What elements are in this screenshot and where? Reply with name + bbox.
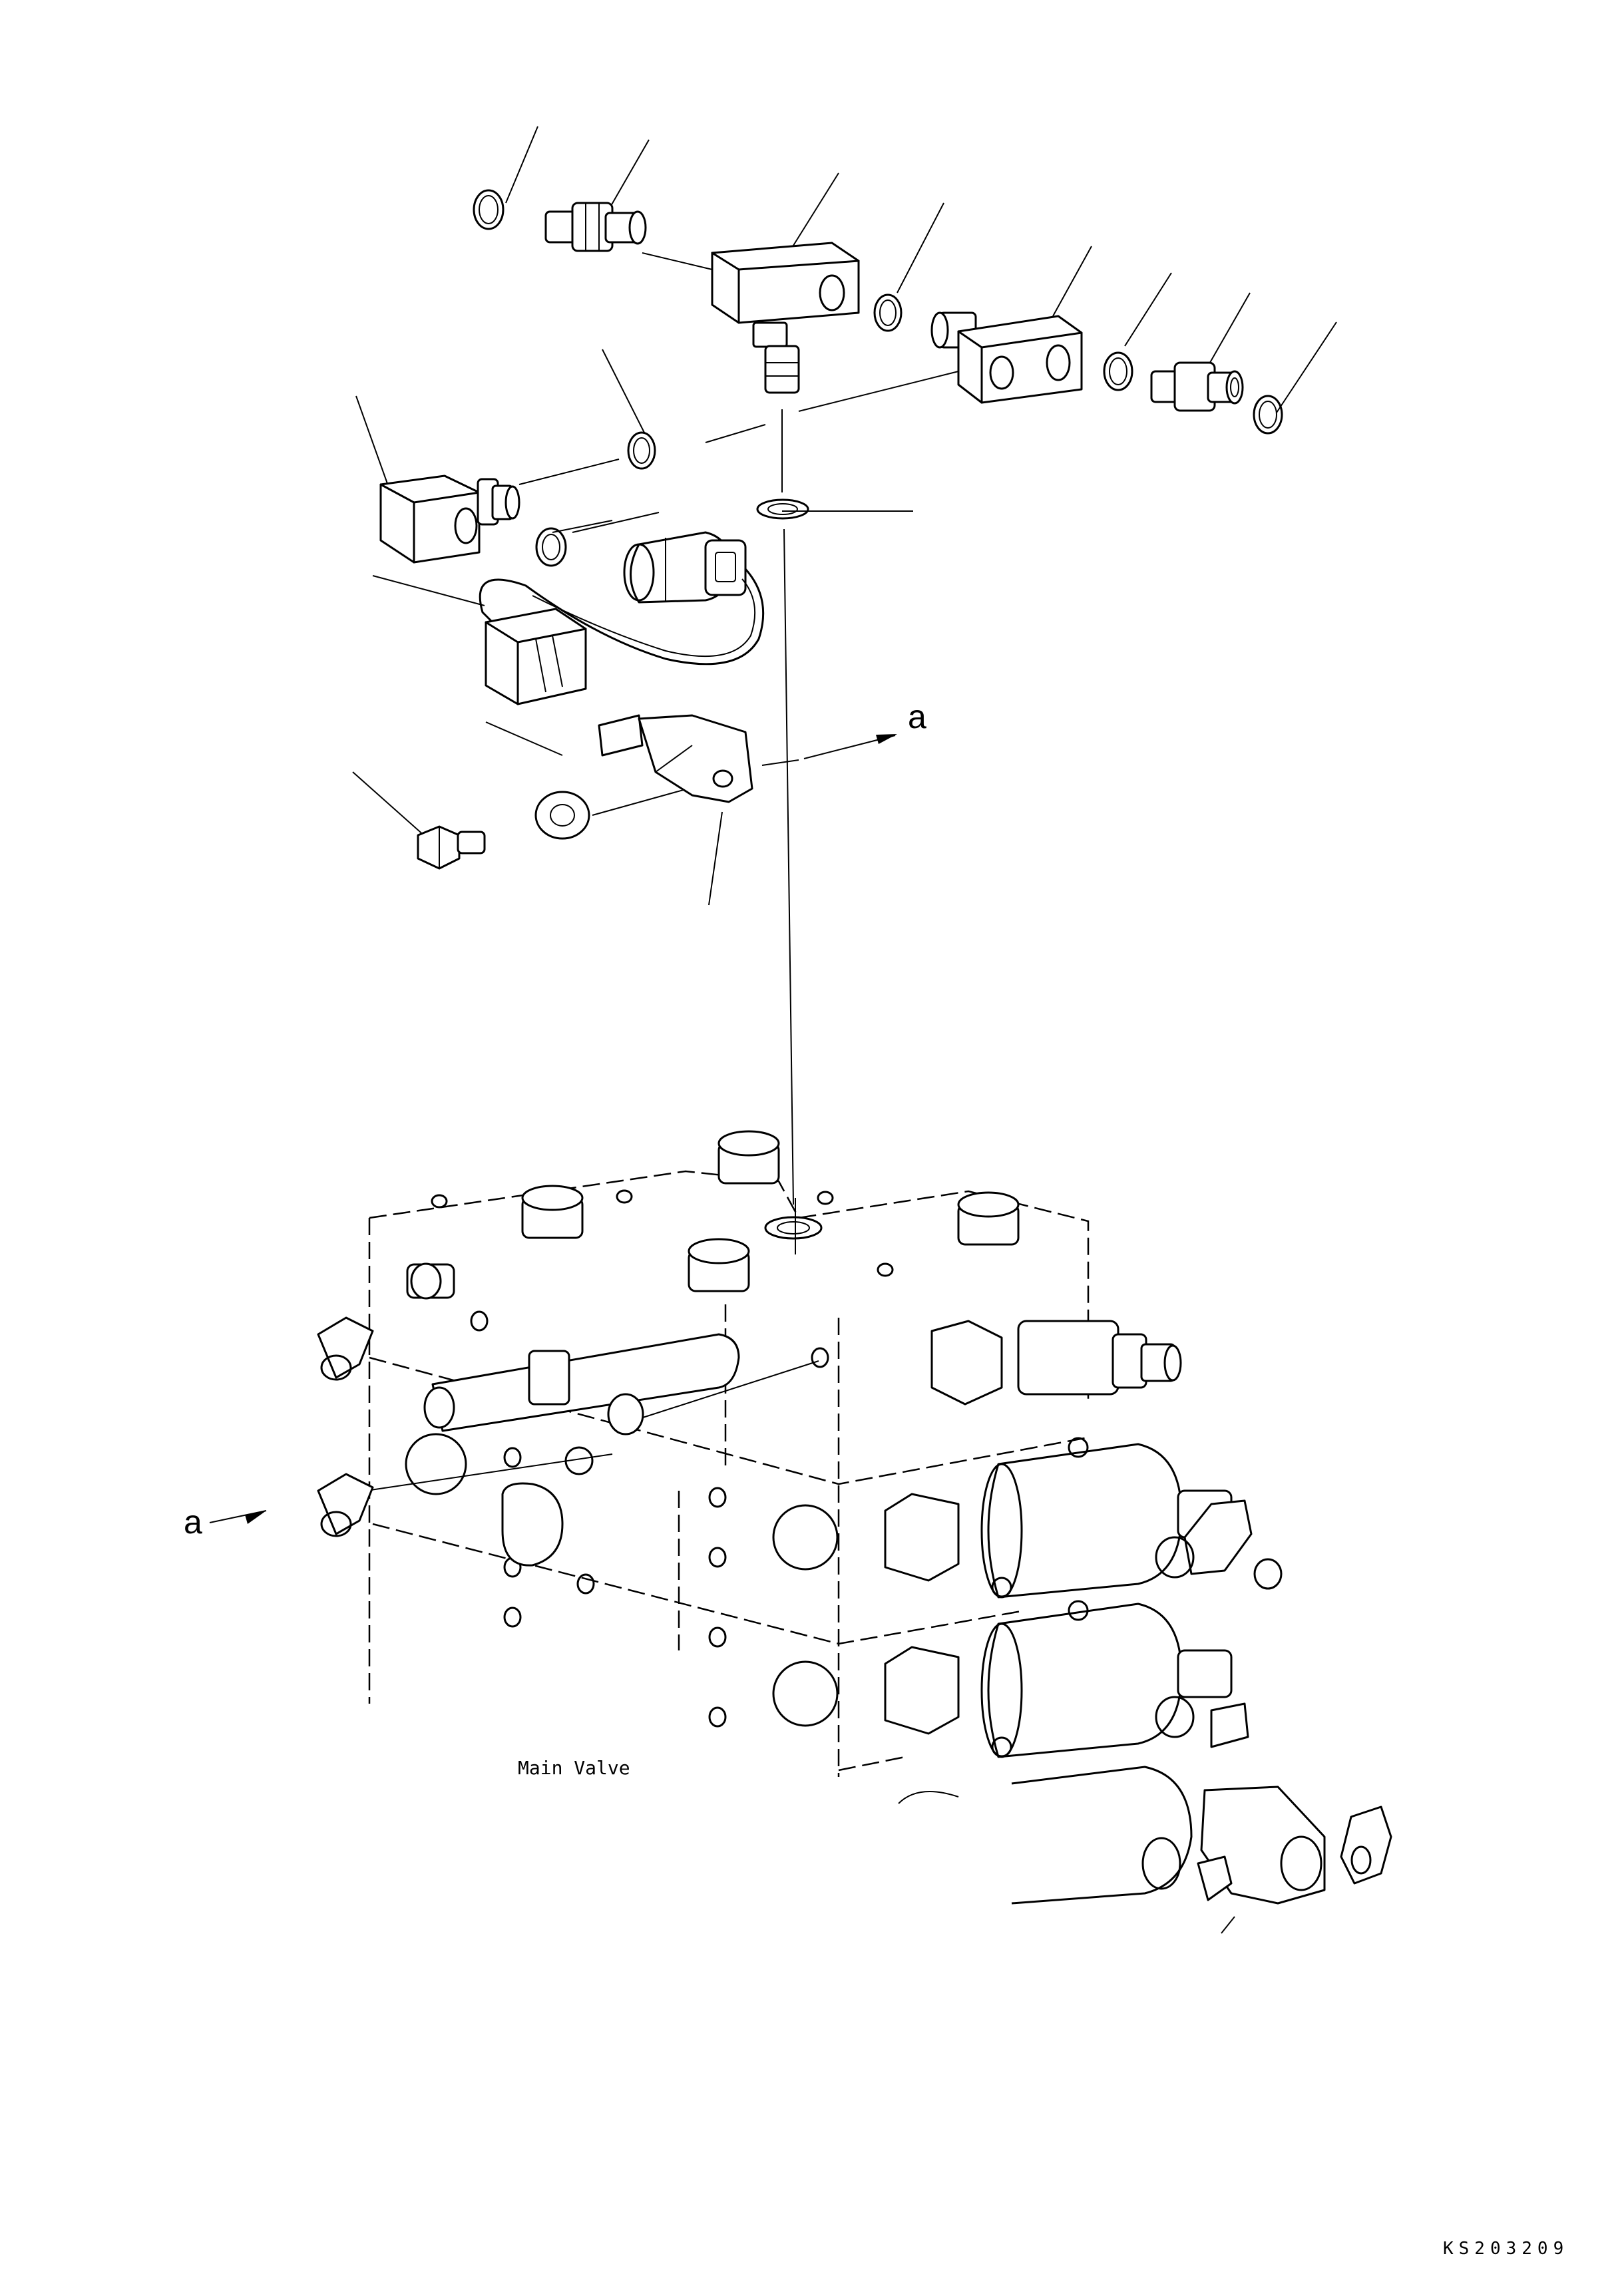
washer	[534, 791, 590, 840]
top-bolt-3	[688, 1238, 750, 1292]
arrow-label-a-top: a	[908, 698, 926, 735]
main-valve-body	[317, 1130, 1392, 1905]
top-bolt-4	[957, 1191, 1020, 1246]
drawing-code: KS203209	[1443, 2239, 1569, 2259]
face-bosses	[405, 1189, 894, 1728]
elbow-fitting-upper	[317, 1316, 374, 1381]
o-ring-4	[1253, 395, 1283, 435]
seal-washer	[756, 498, 809, 520]
pilot-tube	[423, 1333, 740, 1435]
o-ring-3	[1103, 351, 1133, 391]
solenoid-valve-1	[884, 1437, 1283, 1599]
straight-adapter-1	[544, 202, 647, 252]
mounting-bracket	[598, 714, 753, 803]
pressure-sensor	[623, 531, 747, 604]
callout-leader-lines	[352, 126, 1337, 1934]
tee-block	[711, 242, 860, 394]
top-bolt-1	[521, 1185, 584, 1239]
elbow-block	[930, 311, 1083, 404]
sensor-cable	[479, 568, 765, 665]
arrow-label-a-left: a	[184, 1503, 202, 1541]
hex-bolt	[417, 825, 486, 870]
straight-adapter-2	[1150, 361, 1244, 412]
solenoid-valve-3	[898, 1766, 1392, 1905]
top-bolt-2	[717, 1130, 780, 1185]
block-adapter	[379, 475, 520, 564]
connector-plug	[485, 608, 587, 705]
elbow-fitting-lower	[317, 1473, 374, 1537]
o-ring-6	[535, 527, 567, 567]
o-ring-1	[473, 189, 505, 230]
round-cap	[501, 1482, 564, 1567]
right-side-fitting	[930, 1320, 1182, 1406]
o-ring-2	[873, 293, 903, 332]
assembly-lines	[365, 252, 959, 1491]
main-valve-label: Main Valve	[518, 1757, 630, 1779]
solenoid-valve-2	[884, 1600, 1249, 1758]
left-side-plug	[406, 1262, 455, 1300]
o-ring-5	[627, 431, 656, 470]
arrowheads	[209, 734, 897, 1524]
